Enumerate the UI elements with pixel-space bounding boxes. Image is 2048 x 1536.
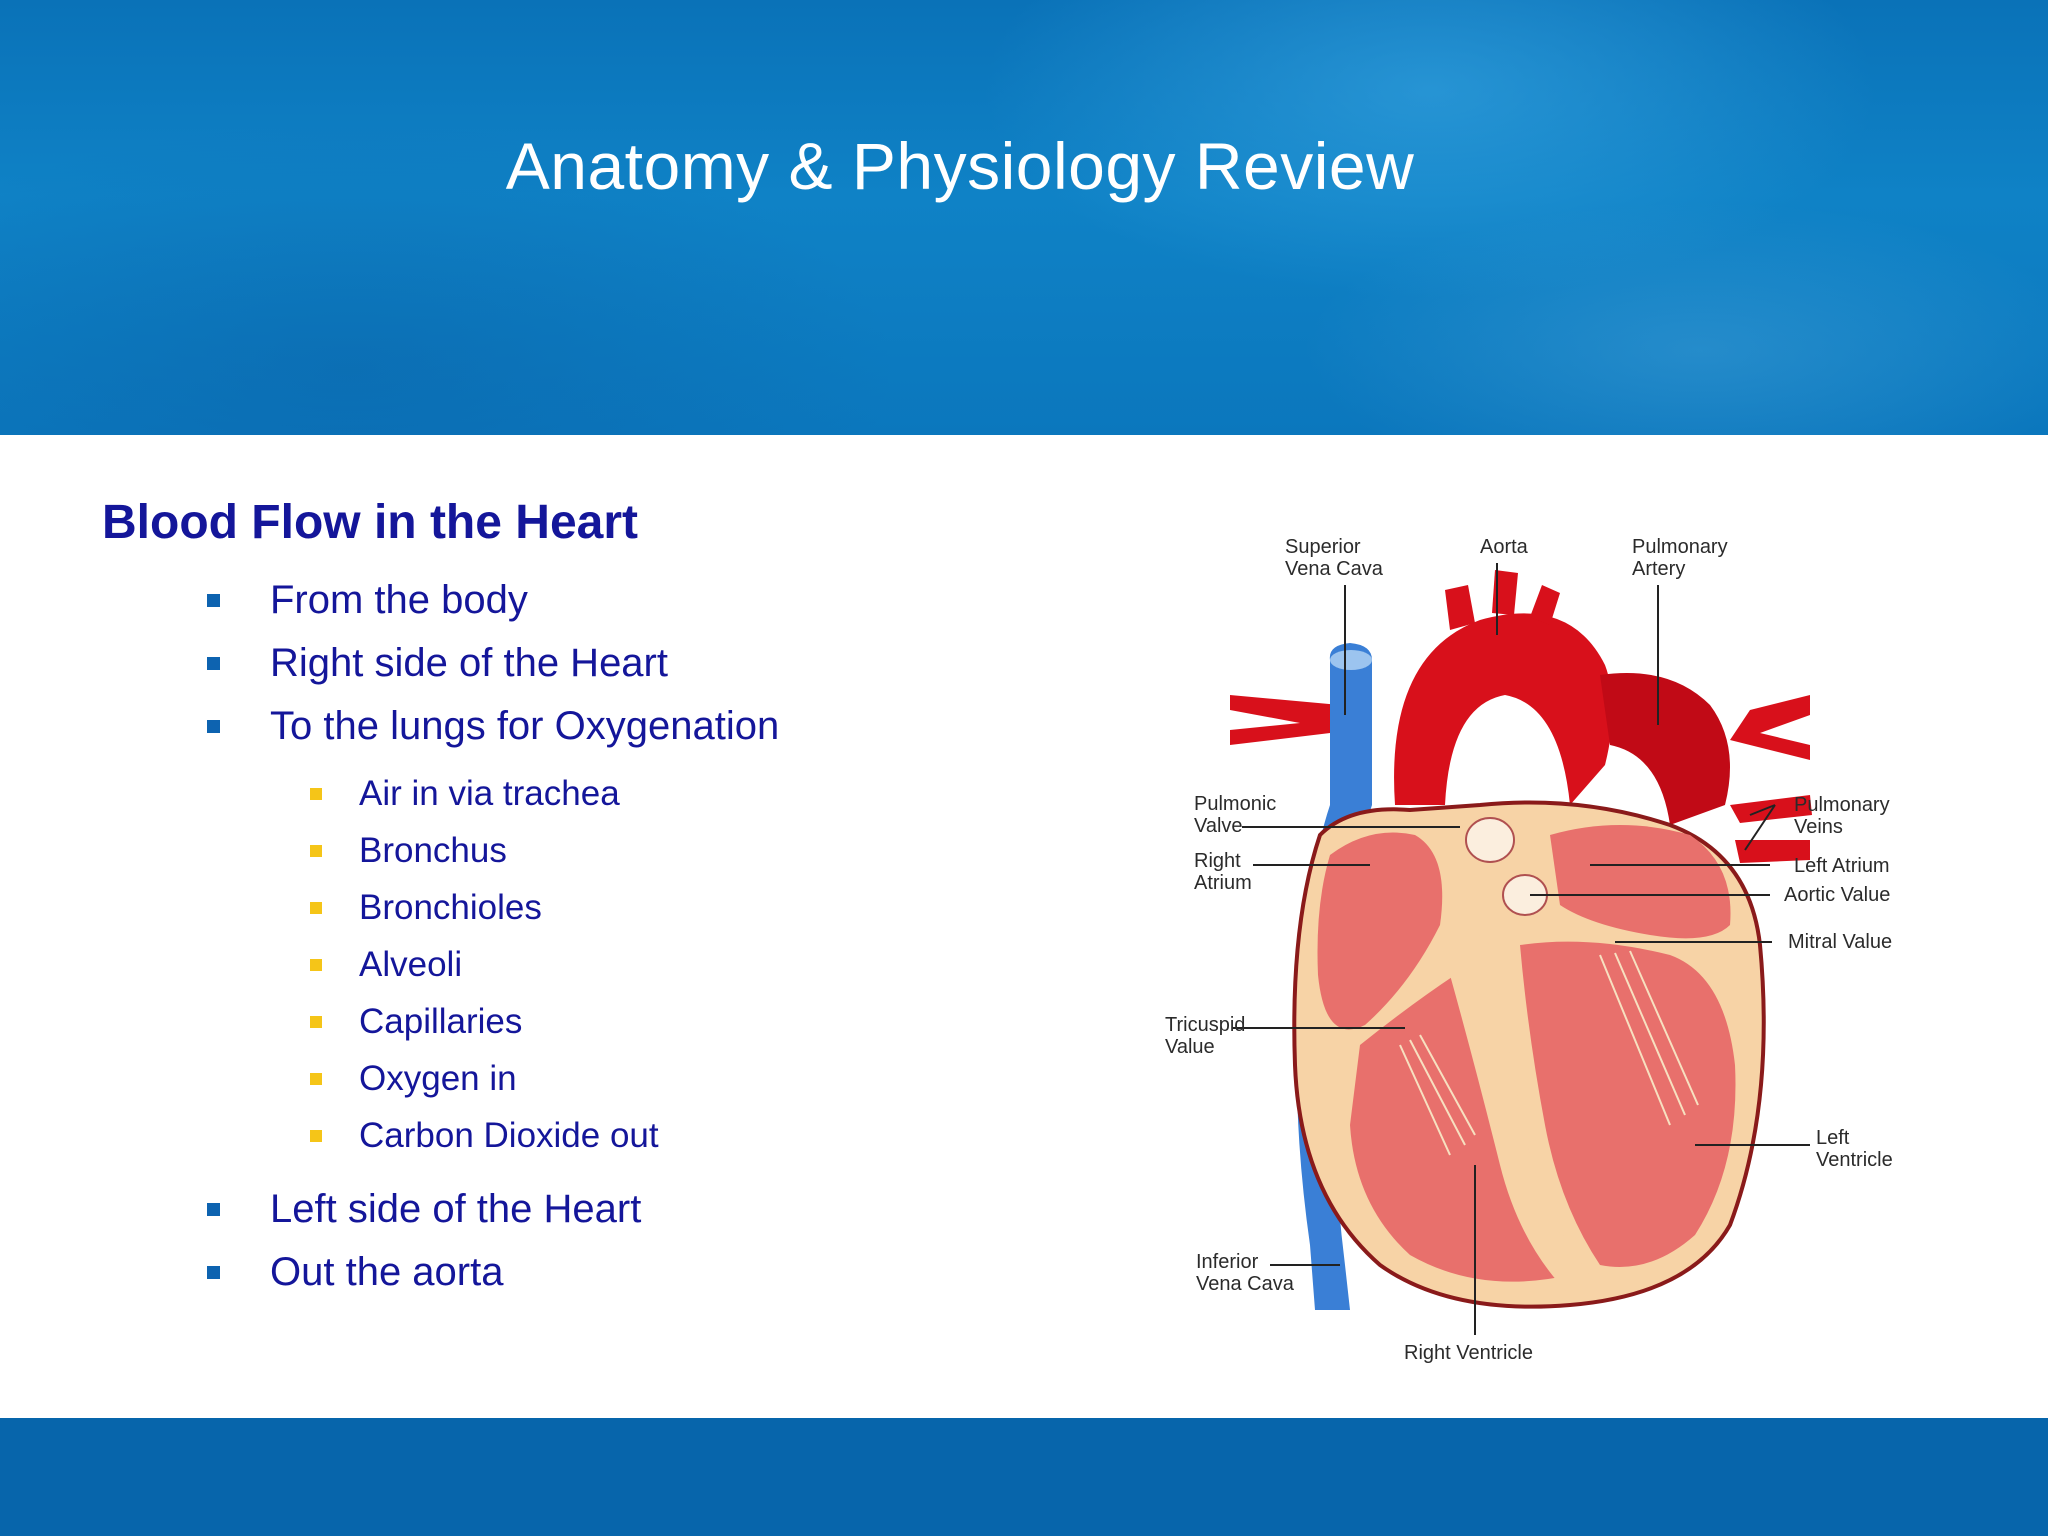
square-bullet-icon — [207, 1266, 220, 1279]
chorda-line — [1399, 1044, 1451, 1156]
label-superior-vena-cava: Superior — [1285, 536, 1361, 558]
chorda-line — [1409, 1039, 1466, 1146]
sub-bullet-text: Alveoli — [359, 945, 463, 984]
sub-bullet-item: Oxygen in — [310, 1059, 517, 1099]
heart-illustration: Superior Vena Cava Aorta Pulmonary Arter… — [1165, 536, 1893, 1364]
sub-bullet-text: Bronchus — [359, 831, 507, 870]
pulmonary-vein-lower — [1735, 840, 1810, 863]
footer-band — [0, 1418, 2048, 1536]
left-atrium-chamber — [1550, 825, 1731, 939]
sub-bullet-text: Oxygen in — [359, 1059, 517, 1098]
header-band: Anatomy & Physiology Review — [0, 0, 2048, 435]
vena-cava-opening — [1330, 650, 1372, 670]
sub-bullet-item: Carbon Dioxide out — [310, 1116, 659, 1156]
square-bullet-icon — [310, 902, 322, 914]
sub-bullet-text: Capillaries — [359, 1002, 523, 1041]
bullet-item: Out the aorta — [207, 1250, 503, 1295]
square-bullet-icon — [207, 720, 220, 733]
sub-bullet-text: Carbon Dioxide out — [359, 1116, 659, 1155]
label-superior-vena-cava: Vena Cava — [1285, 558, 1384, 580]
aortic-arch — [1394, 613, 1613, 805]
label-tricuspid-valve: Tricuspid — [1165, 1014, 1245, 1036]
heart-diagram: Superior Vena Cava Aorta Pulmonary Arter… — [1150, 505, 1950, 1395]
label-pulmonary-veins: Pulmonary — [1794, 794, 1890, 816]
sub-bullet-item: Capillaries — [310, 1002, 522, 1042]
square-bullet-icon — [310, 845, 322, 857]
aorta-branch-3 — [1530, 585, 1560, 625]
chordae-tendineae — [1399, 950, 1699, 1156]
label-leader-lines — [1233, 563, 1810, 1335]
label-left-ventricle: Left — [1816, 1127, 1850, 1149]
aorta-branch-1 — [1445, 585, 1475, 630]
square-bullet-icon — [310, 1016, 322, 1028]
leader-pulmonary-veins — [1744, 804, 1776, 851]
aorta-branch-2 — [1492, 570, 1518, 615]
label-tricuspid-valve: Value — [1165, 1036, 1215, 1058]
slide-title: Anatomy & Physiology Review — [505, 129, 1415, 203]
bullet-text: Out the aorta — [270, 1250, 504, 1294]
label-right-ventricle: Right Ventricle — [1404, 1342, 1533, 1364]
square-bullet-icon — [207, 594, 220, 607]
square-bullet-icon — [310, 1130, 322, 1142]
square-bullet-icon — [310, 1073, 322, 1085]
label-mitral-valve: Mitral Value — [1788, 931, 1892, 953]
pulmonary-artery-branch-right — [1730, 695, 1810, 760]
label-left-atrium: Left Atrium — [1794, 855, 1890, 877]
pulmonary-artery-branch-left — [1230, 695, 1355, 745]
bullet-text: To the lungs for Oxygenation — [270, 704, 780, 748]
bullet-text: Left side of the Heart — [270, 1187, 642, 1231]
label-pulmonary-artery: Artery — [1632, 558, 1685, 580]
label-inferior-vena-cava: Vena Cava — [1196, 1273, 1295, 1295]
sub-bullet-text: Air in via trachea — [359, 774, 620, 813]
chorda-line — [1614, 952, 1686, 1116]
square-bullet-icon — [207, 1203, 220, 1216]
label-pulmonary-veins: Veins — [1794, 816, 1843, 838]
bullet-item: Right side of the Heart — [207, 641, 668, 686]
right-atrium-chamber — [1317, 832, 1443, 1030]
label-pulmonic-valve: Pulmonic — [1194, 793, 1276, 815]
slide-content: Blood Flow in the Heart From the body Ri… — [0, 435, 2048, 1418]
pulmonary-trunk — [1600, 673, 1730, 825]
label-right-atrium: Right — [1194, 850, 1241, 872]
pulmonic-valve — [1465, 817, 1515, 863]
bullet-text: Right side of the Heart — [270, 641, 668, 685]
label-pulmonary-artery: Pulmonary — [1632, 536, 1728, 558]
sub-bullet-item: Air in via trachea — [310, 774, 620, 814]
sub-bullet-item: Bronchus — [310, 831, 507, 871]
square-bullet-icon — [310, 959, 322, 971]
section-heading: Blood Flow in the Heart — [102, 496, 638, 549]
sub-bullet-item: Bronchioles — [310, 888, 542, 928]
square-bullet-icon — [207, 657, 220, 670]
label-aortic-valve: Aortic Value — [1784, 884, 1890, 906]
bullet-item: Left side of the Heart — [207, 1187, 641, 1232]
chorda-line — [1629, 950, 1699, 1106]
left-ventricle-chamber — [1520, 941, 1736, 1267]
chorda-line — [1599, 954, 1671, 1126]
square-bullet-icon — [310, 788, 322, 800]
label-inferior-vena-cava: Inferior — [1196, 1251, 1259, 1273]
label-pulmonic-valve: Valve — [1194, 815, 1243, 837]
chorda-line — [1419, 1034, 1476, 1136]
bullet-item: From the body — [207, 578, 528, 623]
label-aorta: Aorta — [1480, 536, 1529, 558]
bullet-text: From the body — [270, 578, 528, 622]
sub-bullet-text: Bronchioles — [359, 888, 542, 927]
bullet-item: To the lungs for Oxygenation — [207, 704, 779, 749]
label-right-atrium: Atrium — [1194, 872, 1252, 894]
pulmonary-vein-upper — [1730, 795, 1812, 823]
sub-bullet-item: Alveoli — [310, 945, 462, 985]
septum — [1450, 925, 1590, 1295]
label-left-ventricle: Ventricle — [1816, 1149, 1893, 1171]
